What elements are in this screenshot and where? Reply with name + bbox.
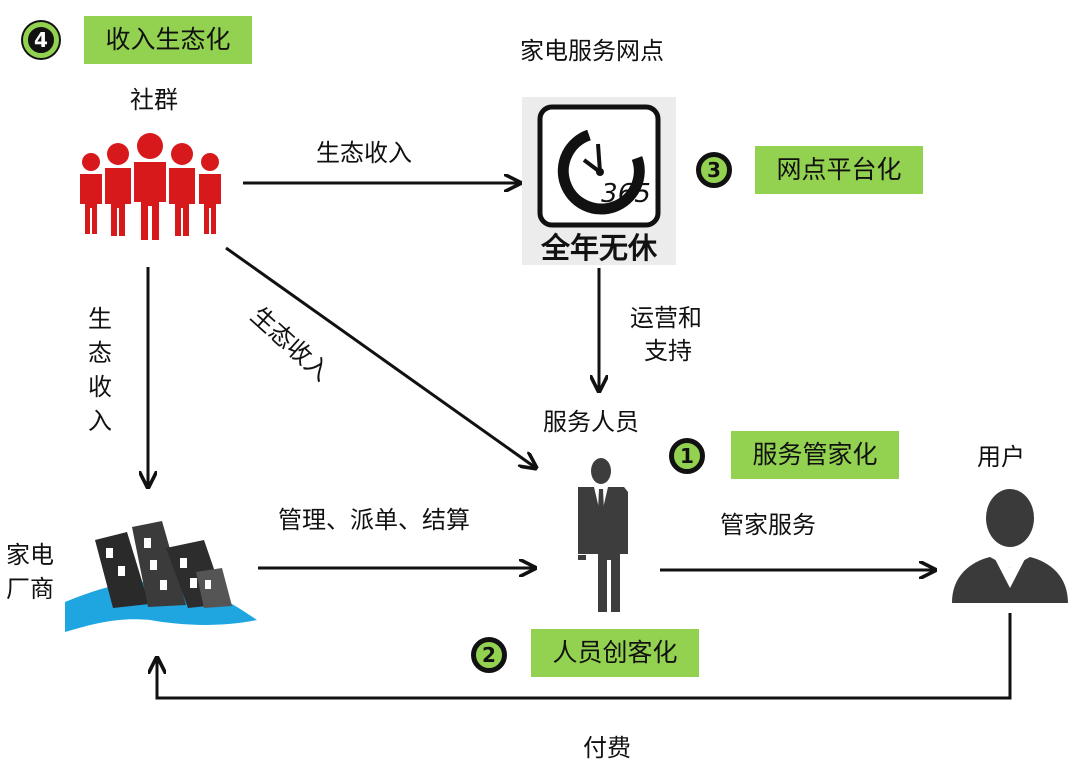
edge-user-manufacturer-label: 付费 <box>583 734 631 762</box>
edge-vertical-char: 入 <box>88 407 112 435</box>
node-community-label: 社群 <box>130 86 178 114</box>
edge-community-outlet-label: 生态收入 <box>316 139 412 167</box>
edge-vertical-char: 收 <box>88 373 112 401</box>
service-365-number: 365 <box>601 179 651 209</box>
step-4-tag: 收入生态化 <box>84 16 252 64</box>
step-3-tag: 网点平台化 <box>755 146 923 194</box>
edge-vertical-char: 态 <box>88 339 112 367</box>
service-365-icon: 365 全年无休 <box>522 97 676 265</box>
node-manufacturer-label-line1: 家电 <box>6 541 54 569</box>
step-1-tag: 服务管家化 <box>731 431 899 479</box>
node-manufacturer-label-line2: 厂商 <box>6 575 54 603</box>
node-staff-label: 服务人员 <box>543 408 639 436</box>
service-365-caption: 全年无休 <box>540 231 658 265</box>
factory-buildings-icon <box>65 521 257 632</box>
edge-manufacturer-staff-label: 管理、派单、结算 <box>278 506 470 534</box>
arrow-user-to-manufacturer <box>157 613 1012 700</box>
node-outlet-label: 家电服务网点 <box>520 37 664 65</box>
edge-vertical-char: 生 <box>88 305 112 333</box>
arrow-community-to-staff <box>225 246 536 468</box>
step-4-badge: 4 <box>23 22 59 58</box>
step-1-badge: 1 <box>669 438 705 474</box>
edge-outlet-staff-label-line2: 支持 <box>644 337 692 365</box>
edge-outlet-staff-label-line1: 运营和 <box>630 304 702 332</box>
community-people-icon <box>80 133 221 240</box>
step-2-badge: 2 <box>471 637 507 673</box>
service-staff-icon <box>578 458 628 612</box>
step-2-tag: 人员创客化 <box>531 629 699 677</box>
edge-staff-user-label: 管家服务 <box>720 511 816 539</box>
step-3-badge: 3 <box>696 152 732 188</box>
user-avatar-icon <box>952 489 1068 603</box>
node-user-label: 用户 <box>977 443 1025 471</box>
